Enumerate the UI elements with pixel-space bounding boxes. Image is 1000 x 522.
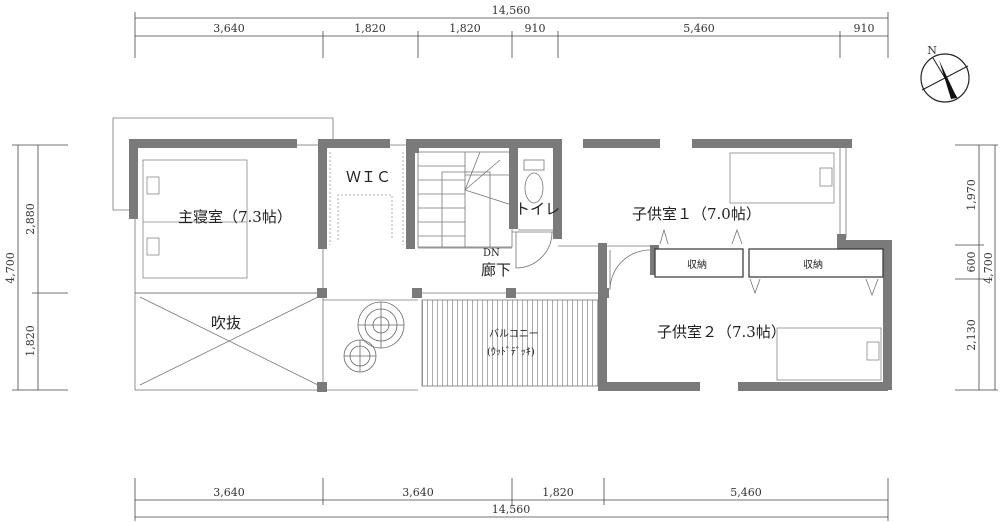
- room-label-void: 吹抜: [211, 314, 241, 332]
- left-dim-2: 1,820: [24, 325, 37, 357]
- staircase: [417, 151, 513, 248]
- bottom-dimensions: [134, 478, 889, 521]
- top-dim-6: 910: [854, 22, 875, 35]
- compass-north-label: N: [927, 44, 937, 57]
- top-dim-1: 3,640: [213, 22, 245, 35]
- left-total-dim: 4,700: [4, 252, 17, 284]
- right-dim-3: 2,130: [965, 319, 978, 351]
- right-dim-2: 600: [965, 252, 978, 273]
- bottom-dim-3: 1,820: [542, 486, 574, 499]
- room-label-hallway: 廊下: [481, 261, 511, 279]
- bottom-dim-1: 3,640: [213, 486, 245, 499]
- room-label-child1: 子供室１（7.0帖）: [632, 205, 761, 223]
- room-label-toilet: トイレ: [515, 200, 560, 218]
- right-dim-1: 1,970: [965, 179, 978, 211]
- top-dim-3: 1,820: [449, 22, 481, 35]
- room-label-child2: 子供室２（7.3帖）: [657, 323, 786, 341]
- walls: [129, 139, 892, 392]
- bottom-dim-2: 3,640: [402, 486, 434, 499]
- compass-icon: N: [920, 44, 970, 103]
- room-label-balcony: バルコニー: [489, 328, 539, 340]
- left-dim-1: 2,880: [24, 203, 37, 235]
- storage-boxes: [654, 248, 884, 278]
- room-label-wic: ＷＩＣ: [346, 168, 391, 186]
- balcony-note: (ｳｯﾄﾞﾃﾞｯｷ): [487, 346, 535, 358]
- top-dim-4: 910: [525, 22, 546, 35]
- balcony-deck: [421, 299, 603, 387]
- master-beds: [142, 159, 248, 279]
- child1-bed: [729, 152, 835, 204]
- room-label-storage1: 収納: [687, 258, 707, 271]
- child2-bed: [776, 327, 882, 381]
- right-total-dim: 4,700: [982, 252, 995, 284]
- room-label-master-bedroom: 主寝室（7.3帖）: [178, 208, 292, 226]
- top-dim-2: 1,820: [354, 22, 386, 35]
- void-cross: [139, 296, 319, 386]
- left-dimensions: [12, 144, 68, 391]
- bottom-total-dim: 14,560: [492, 503, 531, 516]
- top-total-dim: 14,560: [492, 4, 531, 17]
- wic-shelves: [329, 152, 404, 245]
- bottom-dim-4: 5,460: [730, 486, 762, 499]
- stairs-dn-label: DN: [483, 248, 500, 259]
- right-dimensions: [955, 144, 998, 391]
- top-dim-5: 5,460: [683, 22, 715, 35]
- tree-icon: [343, 301, 405, 373]
- toilet-fixture: [518, 159, 556, 231]
- room-label-storage2: 収納: [803, 258, 823, 271]
- top-dimensions: [134, 12, 889, 58]
- door-swings: [515, 228, 879, 297]
